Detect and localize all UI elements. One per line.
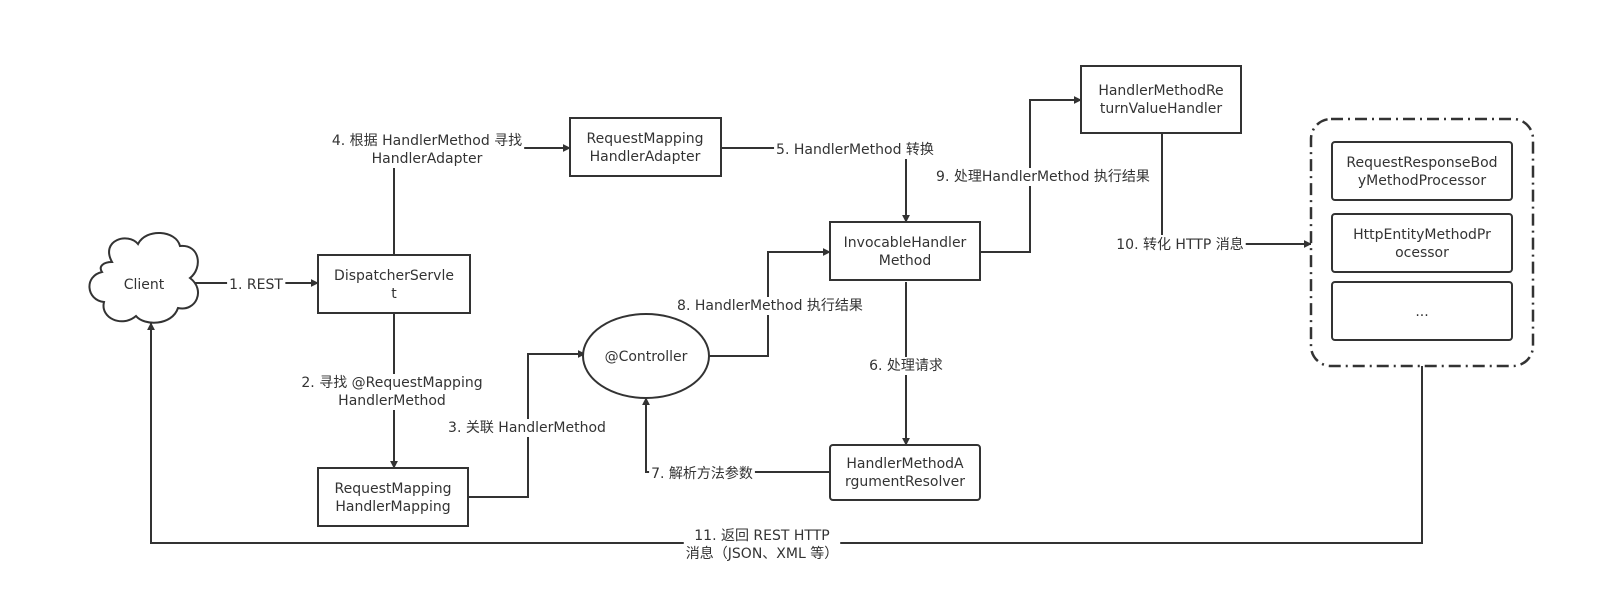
edge-label-step3-bg [446,419,608,437]
handler-adapter-label-line-2: HandlerAdapter [590,149,701,165]
processor-entity-label: HttpEntityMethodPr ocessor [1353,227,1491,261]
edge-step10 [1161,134,1312,248]
handler-adapter-node [569,117,722,177]
edge-label-step2-line-2: HandlerMethod [338,393,446,409]
edge-label-step5: 5. HandlerMethod 转换 [776,141,934,158]
edge-label-step9-line-1: 9. 处理HandlerMethod 执行结果 [936,169,1150,185]
edge-label-step3: 3. 关联 HandlerMethod [448,420,606,436]
processor-more-label: ... [1415,304,1428,320]
dispatcher-servlet-node [317,254,471,314]
edge-label-step11-bg [683,527,841,563]
handler-mapping-label-line-1: RequestMapping [335,481,452,497]
edge-label-step9: 9. 处理HandlerMethod 执行结果 [936,169,1150,185]
argument-resolver-label-line-2: rgumentResolver [845,474,965,490]
edge-label-step4-line-1: 4. 根据 HandlerMethod 寻找 [332,133,522,149]
handler-mapping-node [317,467,469,527]
dispatcher-servlet-label: DispatcherServle t [334,268,454,302]
edge-label-step2-bg [299,374,485,410]
argument-resolver-label: HandlerMethodA rgumentResolver [845,456,965,490]
edge-label-step4-line-2: HandlerAdapter [372,151,483,167]
invocable-handler-method-label-line-2: Method [879,253,932,269]
edge-step5 [721,147,910,223]
invocable-handler-method-node [829,221,981,281]
edge-label-step1: 1. REST [229,277,283,293]
invocable-handler-method-label-line-1: InvocableHandler [844,235,967,251]
processor-body-label-line-1: RequestResponseBod [1346,155,1497,171]
return-value-handler-label-line-2: turnValueHandler [1100,101,1223,117]
return-value-handler-label-line-1: HandlerMethodRe [1098,83,1223,99]
edge-label-step7: 7. 解析方法参数 [651,465,753,482]
edge-label-step5-line-1: 5. HandlerMethod 转换 [776,141,934,158]
processor-body-label: RequestResponseBod yMethodProcessor [1346,155,1497,189]
edge-label-step10-bg [1114,235,1246,254]
edge-label-step6-bg [867,357,945,375]
edge-label-step2-line-1: 2. 寻找 @RequestMapping [301,375,482,391]
edge-label-step10: 10. 转化 HTTP 消息 [1116,236,1243,253]
edge-label-step4-bg [329,132,525,168]
processor-group [1309,117,1535,368]
edge-step7 [642,397,830,473]
edge-label-step6-line-1: 6. 处理请求 [869,358,943,374]
return-value-handler-node [1080,65,1242,134]
dispatcher-servlet-label-line-1: DispatcherServle [334,268,454,284]
processor-entity-label-line-1: HttpEntityMethodPr [1353,227,1491,243]
dispatcher-servlet-label-line-2: t [391,286,397,302]
processor-entity-label-line-2: ocessor [1395,245,1449,261]
edge-label-step3-line-1: 3. 关联 HandlerMethod [448,420,606,436]
edge-label-step11-line-2: 消息（JSON、XML 等） [686,545,838,562]
return-value-handler-label: HandlerMethodRe turnValueHandler [1098,83,1223,117]
edge-label-step8-line-1: 8. HandlerMethod 执行结果 [677,298,863,314]
edge-label-step7-bg [649,464,755,483]
edge-label-step8: 8. HandlerMethod 执行结果 [677,298,863,314]
client-node [88,231,199,324]
controller-label-line-1: @Controller [605,349,688,365]
processor-body-label-line-2: yMethodProcessor [1358,173,1486,189]
edge-label-step10-line-1: 10. 转化 HTTP 消息 [1116,236,1243,253]
edge-label-step5-bg [774,140,936,159]
client-label: Client [124,277,165,293]
edge-label-step11-line-1: 11. 返回 REST HTTP [694,528,829,544]
controller-label: @Controller [605,349,688,365]
controller-node [582,313,710,399]
argument-resolver-label-line-1: HandlerMethodA [846,456,964,472]
handler-mapping-label-line-2: HandlerMapping [335,499,450,515]
handler-adapter-label-line-1: RequestMapping [587,131,704,147]
edge-label-step4: 4. 根据 HandlerMethod 寻找 HandlerAdapter [332,133,522,167]
processor-more-label-line-1: ... [1415,304,1428,320]
argument-resolver-node [829,444,981,501]
edge-label-step9-bg [934,168,1152,186]
edge-label-step8-bg [675,297,865,315]
client-cloud-shape [88,231,199,324]
edge-label-step6: 6. 处理请求 [869,358,943,374]
edge-label-step1-bg [227,276,286,294]
edge-label-step7-line-1: 7. 解析方法参数 [651,465,753,482]
client-label-line-1: Client [124,277,165,293]
edge-label-step1-line-1: 1. REST [229,277,283,293]
